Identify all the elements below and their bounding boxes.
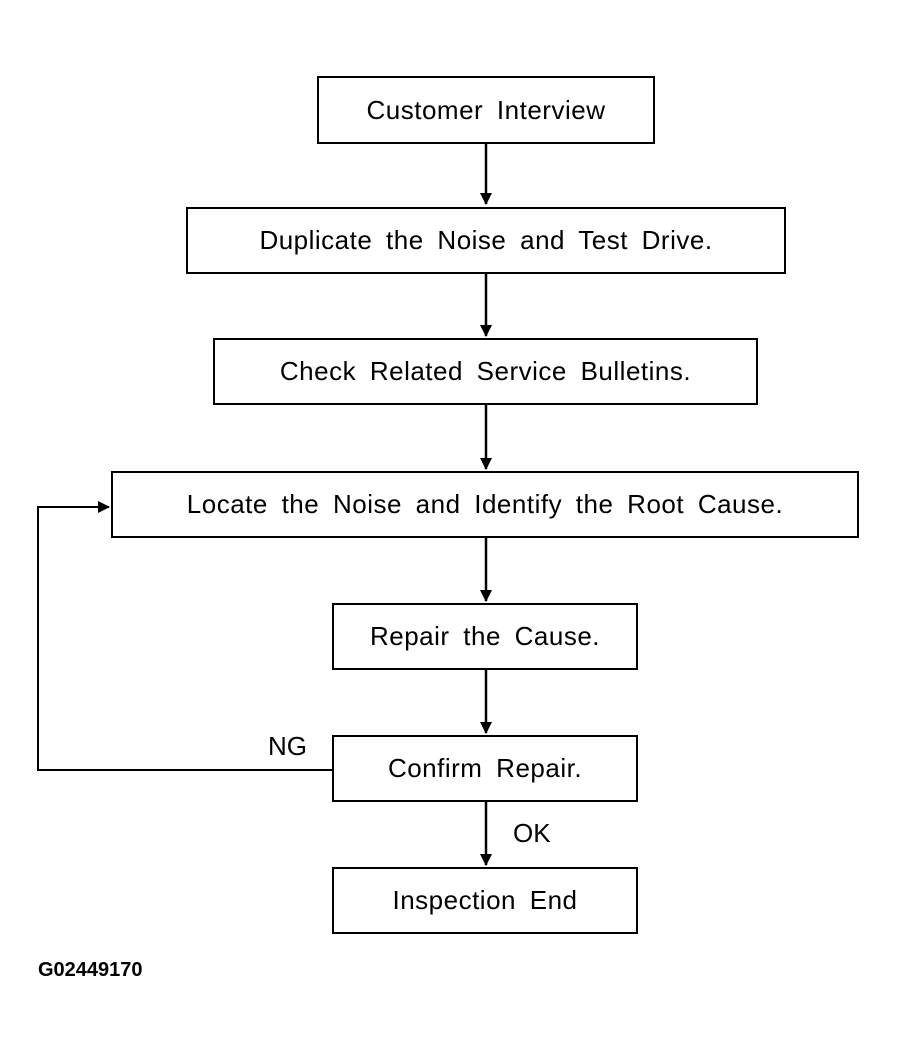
ng-branch-label: NG xyxy=(268,731,307,761)
figure-id: G02449170 xyxy=(38,959,143,981)
step-check-bulletins: Check Related Service Bulletins. xyxy=(213,338,758,405)
step-inspection-end: Inspection End xyxy=(332,867,638,934)
step-customer-interview: Customer Interview xyxy=(317,76,655,144)
ng-loop-back-arrow xyxy=(37,501,333,771)
step-repair-cause: Repair the Cause. xyxy=(332,603,638,670)
step-duplicate-noise: Duplicate the Noise and Test Drive. xyxy=(186,207,786,274)
ok-branch-label: OK xyxy=(513,818,551,848)
step-locate-noise: Locate the Noise and Identify the Root C… xyxy=(111,471,859,538)
step-confirm-repair: Confirm Repair. xyxy=(332,735,638,802)
